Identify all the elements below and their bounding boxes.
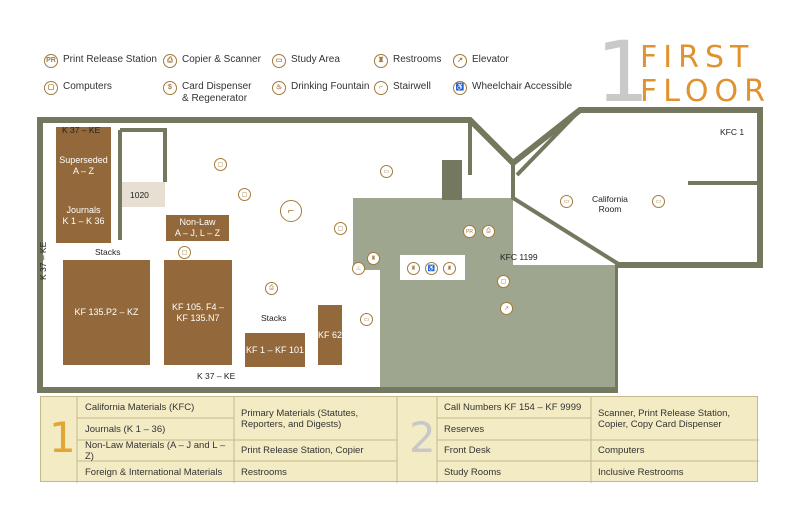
restrooms-icon: ♜ <box>407 262 420 275</box>
legend-restrooms: ♜ Restrooms <box>374 54 441 68</box>
label-california-room: California Room <box>592 194 628 214</box>
legend-wheelchair: ♿ Wheelchair Accessible <box>453 81 572 95</box>
label-kf1: KF 1 – KF 101 <box>245 344 305 355</box>
dir-print-copier: Print Release Station, Copier <box>241 445 364 456</box>
california-room-wall <box>515 108 582 177</box>
dir-non-law: Non-Law Materials (A – J and L – Z) <box>85 439 226 462</box>
dir-computers: Computers <box>598 445 645 456</box>
dir-inclusive-restrooms: Inclusive Restrooms <box>598 466 684 478</box>
restrooms-icon: ♜ <box>443 262 456 275</box>
legend-print-release: PR Print Release Station <box>44 54 157 68</box>
dir-reserves: Reserves <box>444 423 485 435</box>
interior-wall <box>120 128 167 182</box>
dir-primary-materials: Primary Materials (Statutes, Reporters, … <box>241 407 359 430</box>
computers-icon: ▢ <box>178 246 191 259</box>
elevator-shaft <box>442 160 462 200</box>
elevator-icon: ↗ <box>500 302 513 315</box>
label-kfc-1199: KFC 1199 <box>500 252 538 262</box>
label-kfc-1: KFC 1 <box>720 127 745 137</box>
dir-foreign: Foreign & International Materials <box>85 466 223 478</box>
east-wall <box>511 163 622 267</box>
wheelchair-icon: ♿ <box>453 81 467 95</box>
floor-title-first: FIRST <box>640 40 755 75</box>
dir-journals: Journals (K 1 – 36) <box>85 423 166 435</box>
stack-kf1 <box>245 333 305 367</box>
computers-icon: ▢ <box>497 275 510 288</box>
stairwell-icon: ⌐ <box>280 200 302 222</box>
copier-scanner-icon: ⎙ <box>163 54 177 68</box>
table-grid <box>76 397 759 483</box>
print-release-icon: PR <box>463 225 476 238</box>
label-k37-ke-top: K 37 – KE <box>62 125 101 135</box>
legend-computers: ▢ Computers <box>44 81 112 95</box>
label-journals: Journals K 1 – K 36 <box>62 205 105 226</box>
wheelchair-icon: ♿ <box>425 262 438 275</box>
legend-stairwell: ⌐ Stairwell <box>374 81 431 95</box>
label-stacks-left: Stacks <box>95 247 121 257</box>
floor-directory-table: 1 2 California Materials (KFC) Journals … <box>40 396 759 483</box>
stack-non-law <box>166 215 229 241</box>
stack-kf105 <box>164 260 232 365</box>
print-release-icon: PR <box>44 54 58 68</box>
computers-icon: ▢ <box>334 222 347 235</box>
computers-icon: ▢ <box>44 81 58 95</box>
study-area-icon: ▭ <box>560 195 573 208</box>
label-non-law: Non-Law A – J, L – Z <box>174 217 221 238</box>
restrooms-icon: ♜ <box>374 54 388 68</box>
legend-card-dispenser: $ Card Dispenser & Regenerator <box>163 81 251 105</box>
floor-title-floor: FLOOR <box>640 74 771 109</box>
study-area-icon: ▭ <box>652 195 665 208</box>
label-k37-ke-side: K 37 – KE <box>38 241 48 280</box>
legend-study-area: ▭ Study Area <box>272 54 340 68</box>
dir-front-desk: Front Desk <box>444 445 491 456</box>
floor-number: 1 <box>596 23 650 121</box>
dir-scanner-etc: Scanner, Print Release Station, Copier, … <box>598 407 731 430</box>
computers-icon: ▢ <box>214 158 227 171</box>
label-kf105: KF 105. F4 – KF 135.N7 <box>171 301 225 323</box>
drinking-fountain-icon: ♨ <box>352 262 365 275</box>
stack-superseded <box>56 127 111 243</box>
label-superseded: Superseded A – Z <box>59 155 108 176</box>
stack-kf135 <box>63 260 150 365</box>
study-area-icon: ▭ <box>272 54 286 68</box>
copier-scanner-icon: ⎙ <box>265 282 278 295</box>
study-area-icon: ▭ <box>380 165 393 178</box>
label-k37-ke-bottom: K 37 – KE <box>197 371 236 381</box>
stairwell-icon: ⌐ <box>374 81 388 95</box>
drinking-fountain-icon: ♨ <box>272 81 286 95</box>
dir-restrooms: Restrooms <box>241 466 287 478</box>
dir-kfc: California Materials (KFC) <box>85 402 195 413</box>
legend-elevator: ↗ Elevator <box>453 54 509 68</box>
elevator-icon: ↗ <box>453 54 467 68</box>
label-room-1020: 1020 <box>130 190 149 200</box>
stack-kf62 <box>318 305 342 365</box>
computers-icon: ▢ <box>238 188 251 201</box>
copier-scanner-icon: ⎙ <box>482 225 495 238</box>
dir-study-rooms: Study Rooms <box>444 466 502 478</box>
label-kf62: KF 62 <box>318 329 343 340</box>
label-kf135: KF 135.P2 – KZ <box>74 307 139 317</box>
card-dispenser-icon: $ <box>163 81 177 95</box>
dir-call-numbers: Call Numbers KF 154 – KF 9999 <box>444 402 582 413</box>
study-area-icon: ▭ <box>360 313 373 326</box>
directory-floor-2-number: 2 <box>409 413 436 462</box>
room-1020 <box>120 182 165 207</box>
directory-floor-1-number: 1 <box>49 413 76 462</box>
legend-drinking-fountain: ♨ Drinking Fountain <box>272 81 369 95</box>
restrooms-icon: ♜ <box>367 252 380 265</box>
service-area-lower <box>380 270 495 387</box>
legend-copier-scanner: ⎙ Copier & Scanner <box>163 54 261 68</box>
label-stacks-right: Stacks <box>261 313 287 323</box>
